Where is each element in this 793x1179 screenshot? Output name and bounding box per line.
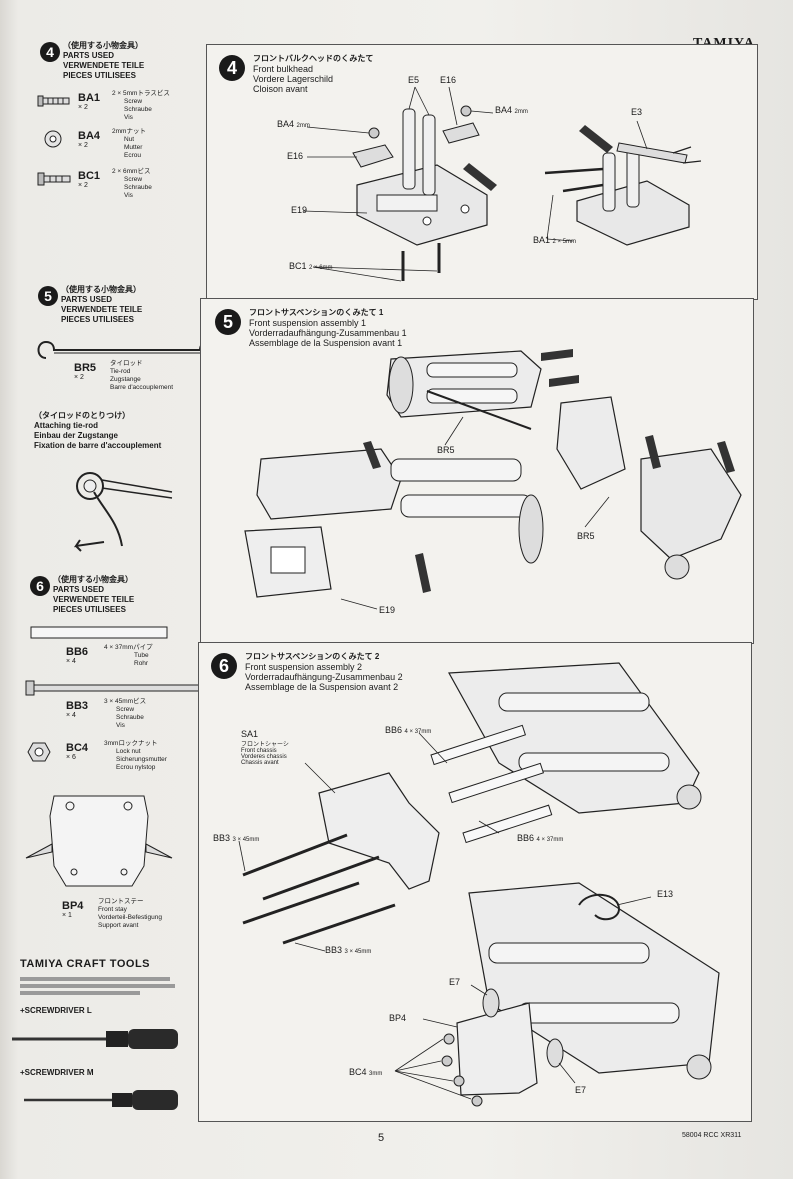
bb6-code: BB6× 4	[66, 646, 89, 665]
br5-code: BR5× 2	[74, 362, 97, 381]
step6-parts-badge: 6	[30, 576, 50, 596]
step6-parts-heading: （使用する小物金具） PARTS USED VERWENDETE TEILE P…	[53, 575, 135, 614]
step5-label-br5-top: BR5	[437, 445, 455, 455]
step4-parts-heading: （使用する小物金具） PARTS USED VERWENDETE TEILE P…	[63, 40, 144, 81]
tool1-label: +SCREWDRIVER L	[20, 1006, 92, 1015]
step5-badge: 5	[215, 309, 241, 335]
step5-parts-badge: 5	[38, 286, 58, 306]
bc4-lock-nut-icon	[27, 742, 51, 762]
step6-label-bc4: BC4 3mm	[349, 1067, 383, 1077]
step6-label-e7-top: E7	[449, 977, 461, 987]
step5-parts-heading: （使用する小物金具） PARTS USED VERWENDETE TEILE P…	[61, 285, 143, 324]
step4-label-e16-top: E16	[440, 75, 457, 85]
parts-heading-en: PARTS USED	[63, 51, 114, 60]
step4-label-e5: E5	[408, 75, 420, 85]
step4-label-e19: E19	[291, 205, 308, 215]
bp4-code: BP4× 1	[62, 900, 84, 919]
craft-tools-note	[20, 974, 180, 1000]
bb3-screw-icon	[25, 680, 207, 696]
step6-label-bb6-top: BB6 4 × 37mm	[385, 725, 432, 735]
parts-heading-de: VERWENDETE TEILE	[63, 61, 145, 70]
screwdriver-m-icon	[24, 1090, 178, 1110]
step4-label-ba4-right: BA4 2mm	[495, 105, 528, 115]
step5-label-e19: E19	[379, 605, 396, 615]
step6-label-bp4: BP4	[389, 1013, 407, 1023]
parts-heading-fr: PIECES UTILISEES	[63, 71, 136, 80]
step4-panel: 4 フロントバルクヘッドのくみたて Front bulkhead Vordere…	[206, 44, 758, 300]
page-number: 5	[378, 1132, 385, 1144]
bb6-tube-icon	[30, 626, 168, 639]
step6-label-sa1: SA1 フロントシャーシ Front chassis Vorderes chas…	[241, 729, 289, 766]
ba1-code: BA1× 2	[78, 92, 101, 111]
step6-label-bb3-bottom: BB3 3 × 45mm	[325, 945, 372, 955]
step4-parts-badge: 4	[40, 42, 60, 62]
step4-label-ba4-left: BA4 2mm	[277, 119, 310, 129]
step5-panel: 5 フロントサスペンションのくみたて 1 Front suspension as…	[200, 298, 754, 644]
step6-label-e7-bottom: E7	[575, 1085, 587, 1095]
step4-label-e16-left: E16	[287, 151, 304, 161]
step4-badge: 4	[219, 55, 245, 81]
step6-panel: 6 フロントサスペンションのくみたて 2 Front suspension as…	[198, 642, 752, 1122]
attach-tie-rod-heading: （タイロッドのとりつけ） Attaching tie-rod Einbau de…	[34, 411, 162, 450]
step6-label-bb3-left: BB3 3 × 45mm	[213, 833, 260, 843]
step5-suspension-drawing	[244, 349, 742, 610]
step5-label-br5-right: BR5	[577, 531, 595, 541]
step6-label-e13: E13	[657, 889, 674, 899]
bc4-code: BC4× 6	[66, 742, 89, 761]
ba4-code: BA4× 2	[78, 130, 101, 149]
step4-label-e3: E3	[631, 107, 643, 117]
step5-title: フロントサスペンションのくみたて 1 Front suspension asse…	[249, 308, 407, 348]
ba4-nut-icon	[44, 130, 62, 148]
parts-heading-jp: （使用する小物金具）	[63, 41, 143, 50]
step4-label-ba1: BA1 2 × 5mm	[533, 235, 577, 245]
step4-label-bc1: BC1 2 × 6mm	[289, 261, 333, 271]
craft-tools-title: TAMIYA CRAFT TOOLS	[20, 958, 150, 970]
bp4-front-stay-icon	[25, 795, 173, 887]
step4-bulkhead-drawing	[302, 86, 702, 282]
product-code: 58004 RCC XR311	[682, 1132, 742, 1139]
step6-label-bb6-bottom: BB6 4 × 37mm	[517, 833, 564, 843]
step6-badge: 6	[211, 653, 237, 679]
step6-assembly-drawing	[238, 662, 720, 1107]
bb3-code: BB3× 4	[66, 700, 89, 719]
screwdriver-l-icon	[12, 1029, 178, 1049]
ba1-screw-icon	[37, 95, 70, 107]
step6-title: フロントサスペンションのくみたて 2 Front suspension asse…	[245, 652, 403, 692]
step4-title: フロントバルクヘッドのくみたて Front bulkhead Vordere L…	[253, 54, 374, 94]
tool2-label: +SCREWDRIVER M	[20, 1068, 94, 1077]
bc1-code: BC1× 2	[78, 170, 101, 189]
bc1-screw-icon	[37, 172, 71, 186]
attach-tie-rod-diagram	[73, 472, 173, 552]
